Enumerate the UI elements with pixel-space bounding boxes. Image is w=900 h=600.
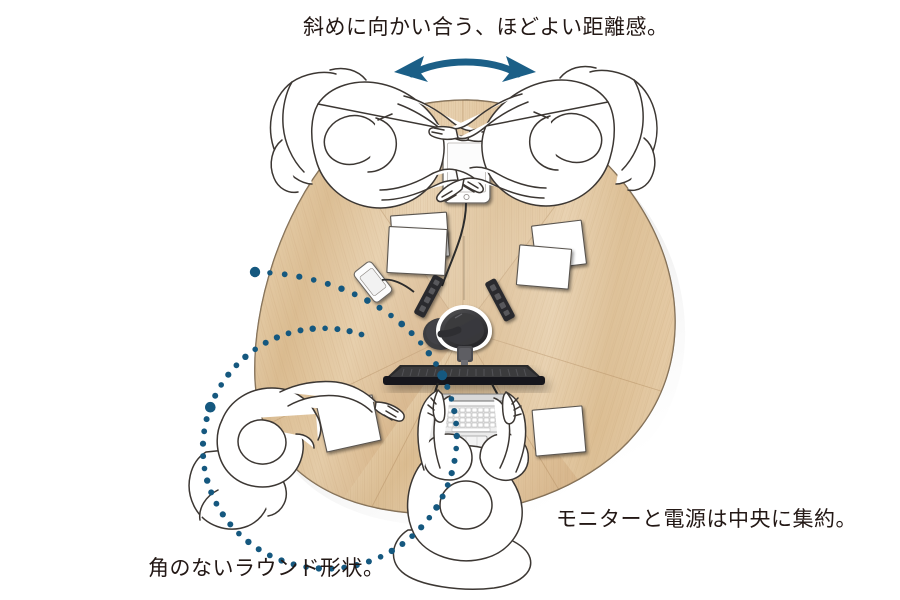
speakerphone xyxy=(436,305,492,352)
tablet-cable xyxy=(441,202,467,287)
power-strip-right xyxy=(485,278,515,322)
double-headed-arrow xyxy=(394,56,536,82)
monitor xyxy=(383,365,545,385)
power-strip-left xyxy=(414,274,444,318)
smartphone xyxy=(353,261,393,303)
caption-bottom-right: モニターと電源は中央に集約。 xyxy=(556,507,857,531)
paper-bottom-right xyxy=(531,405,587,457)
paper-top-left-2 xyxy=(386,226,448,276)
paper-right-2 xyxy=(515,244,573,290)
person-left xyxy=(188,380,405,530)
caption-bottom-left: 角のないラウンド形状。 xyxy=(148,556,385,580)
person-top-left xyxy=(269,67,498,209)
dotted-circle-highlight xyxy=(199,266,460,572)
power-cable-left xyxy=(381,278,415,293)
caption-top: 斜めに向かい合う、ほどよい距離感。 xyxy=(303,15,669,39)
person-top-right xyxy=(428,65,658,207)
person-bottom xyxy=(392,389,532,590)
